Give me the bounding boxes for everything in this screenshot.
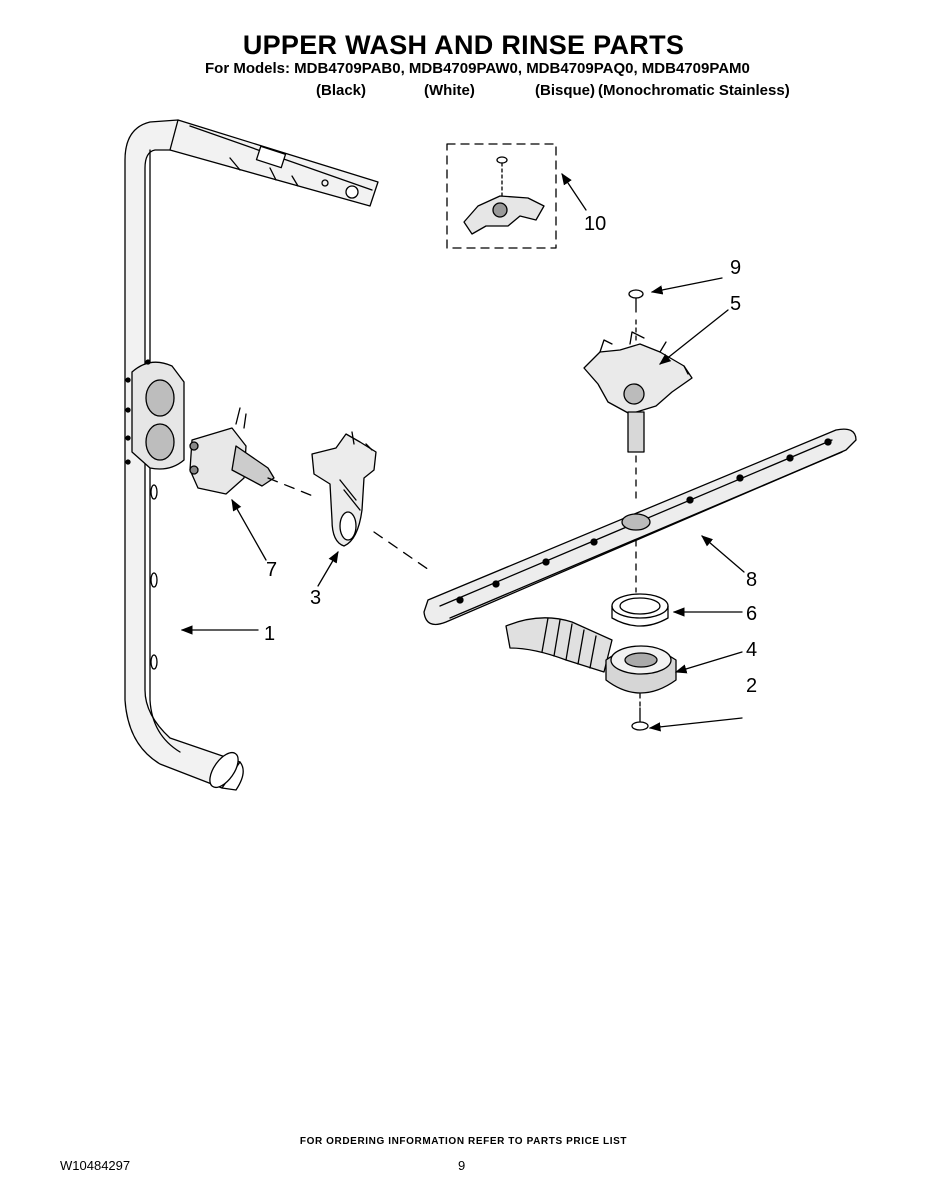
- variant-white: (White): [424, 82, 475, 99]
- seal-ring-part: [611, 593, 669, 627]
- screw-top-part: [628, 289, 644, 341]
- callout-2: 2: [746, 675, 757, 697]
- variant-black: (Black): [316, 82, 367, 99]
- ordering-note: FOR ORDERING INFORMATION REFER TO PARTS …: [299, 1136, 628, 1147]
- spray-mount-part: [583, 331, 693, 505]
- page-title: UPPER WASH AND RINSE PARTS: [242, 30, 685, 60]
- clip-group-part: [446, 143, 557, 249]
- valve-part: [189, 407, 275, 495]
- callout-8: 8: [746, 569, 757, 591]
- document-number: W10484297: [60, 1158, 131, 1173]
- callout-1: 1: [264, 623, 275, 645]
- callout-3: 3: [310, 587, 321, 609]
- callout-4: 4: [746, 639, 757, 661]
- variant-stainless: (Monochromatic Stainless): [598, 82, 790, 99]
- supply-tube-part: [124, 119, 379, 791]
- callout-9: 9: [730, 257, 741, 279]
- spray-arm-part: [423, 428, 857, 626]
- callout-6: 6: [746, 603, 757, 625]
- callout-10: 10: [584, 213, 606, 235]
- hub-part: [605, 645, 677, 707]
- bracket-part: [311, 431, 377, 547]
- page-number: 9: [458, 1158, 466, 1173]
- hose-part: [505, 617, 613, 673]
- callout-7: 7: [266, 559, 277, 581]
- variant-bisque: (Bisque): [535, 82, 595, 99]
- callout-5: 5: [730, 293, 741, 315]
- screw-bottom-part: [631, 707, 649, 731]
- models-line: For Models: MDB4709PAB0, MDB4709PAW0, MD…: [205, 60, 750, 77]
